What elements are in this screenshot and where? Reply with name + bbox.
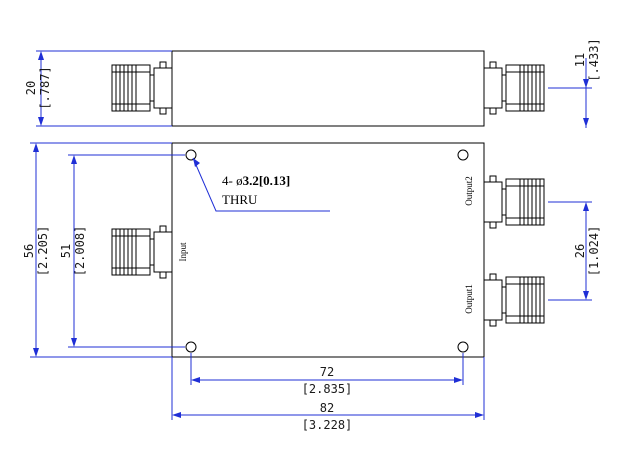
dim-top-height-in: [.787] <box>38 66 52 109</box>
dim-port-span <box>548 201 592 301</box>
top-view-output-connector <box>484 62 544 114</box>
mounting-hole-bottom-left <box>185 341 197 353</box>
dim-port-span-in: [1.024] <box>587 226 601 277</box>
hole-callout-leader <box>192 157 330 212</box>
hole-note-line1: 4- ø3.2[0.13] <box>222 173 290 188</box>
dim-hole-span-vertical-mm: 51 <box>59 244 73 258</box>
dim-top-height <box>36 50 172 127</box>
dim-top-connector-in: [.433] <box>587 38 601 81</box>
dim-front-width-in: [3.228] <box>302 418 353 432</box>
top-view-body <box>171 50 485 127</box>
dim-top-height-mm: 20 <box>24 81 38 95</box>
dim-front-height-mm: 56 <box>22 244 36 258</box>
mounting-hole-bottom-right <box>457 341 469 353</box>
port-label-output2: Output2 <box>464 176 474 206</box>
dim-hole-span-horizontal <box>190 353 464 385</box>
front-view-output1-connector <box>484 274 544 326</box>
mounting-hole-top-right <box>457 149 469 161</box>
dim-front-width <box>171 357 485 420</box>
top-view-input-connector <box>111 61 173 115</box>
front-view-output2-connector <box>484 176 544 228</box>
dim-front-height <box>30 142 172 358</box>
dim-hole-span-horizontal-mm: 72 <box>320 365 334 379</box>
dim-top-connector-mm: 11 <box>573 53 587 67</box>
port-label-input: Input <box>178 242 188 261</box>
front-view-input-connector <box>111 225 173 279</box>
front-view-body <box>171 142 485 358</box>
hole-note-line2: THRU <box>222 192 258 207</box>
dim-port-span-mm: 26 <box>573 244 587 258</box>
dim-hole-span-vertical-in: [2.008] <box>73 226 87 277</box>
dim-hole-span-horizontal-in: [2.835] <box>302 382 353 396</box>
dim-top-connector <box>548 58 592 128</box>
dim-front-height-in: [2.205] <box>36 226 50 277</box>
mounting-hole-top-left <box>185 149 197 161</box>
dim-hole-span-vertical <box>68 154 185 348</box>
port-label-output1: Output1 <box>464 284 474 314</box>
dim-front-width-mm: 82 <box>320 401 334 415</box>
